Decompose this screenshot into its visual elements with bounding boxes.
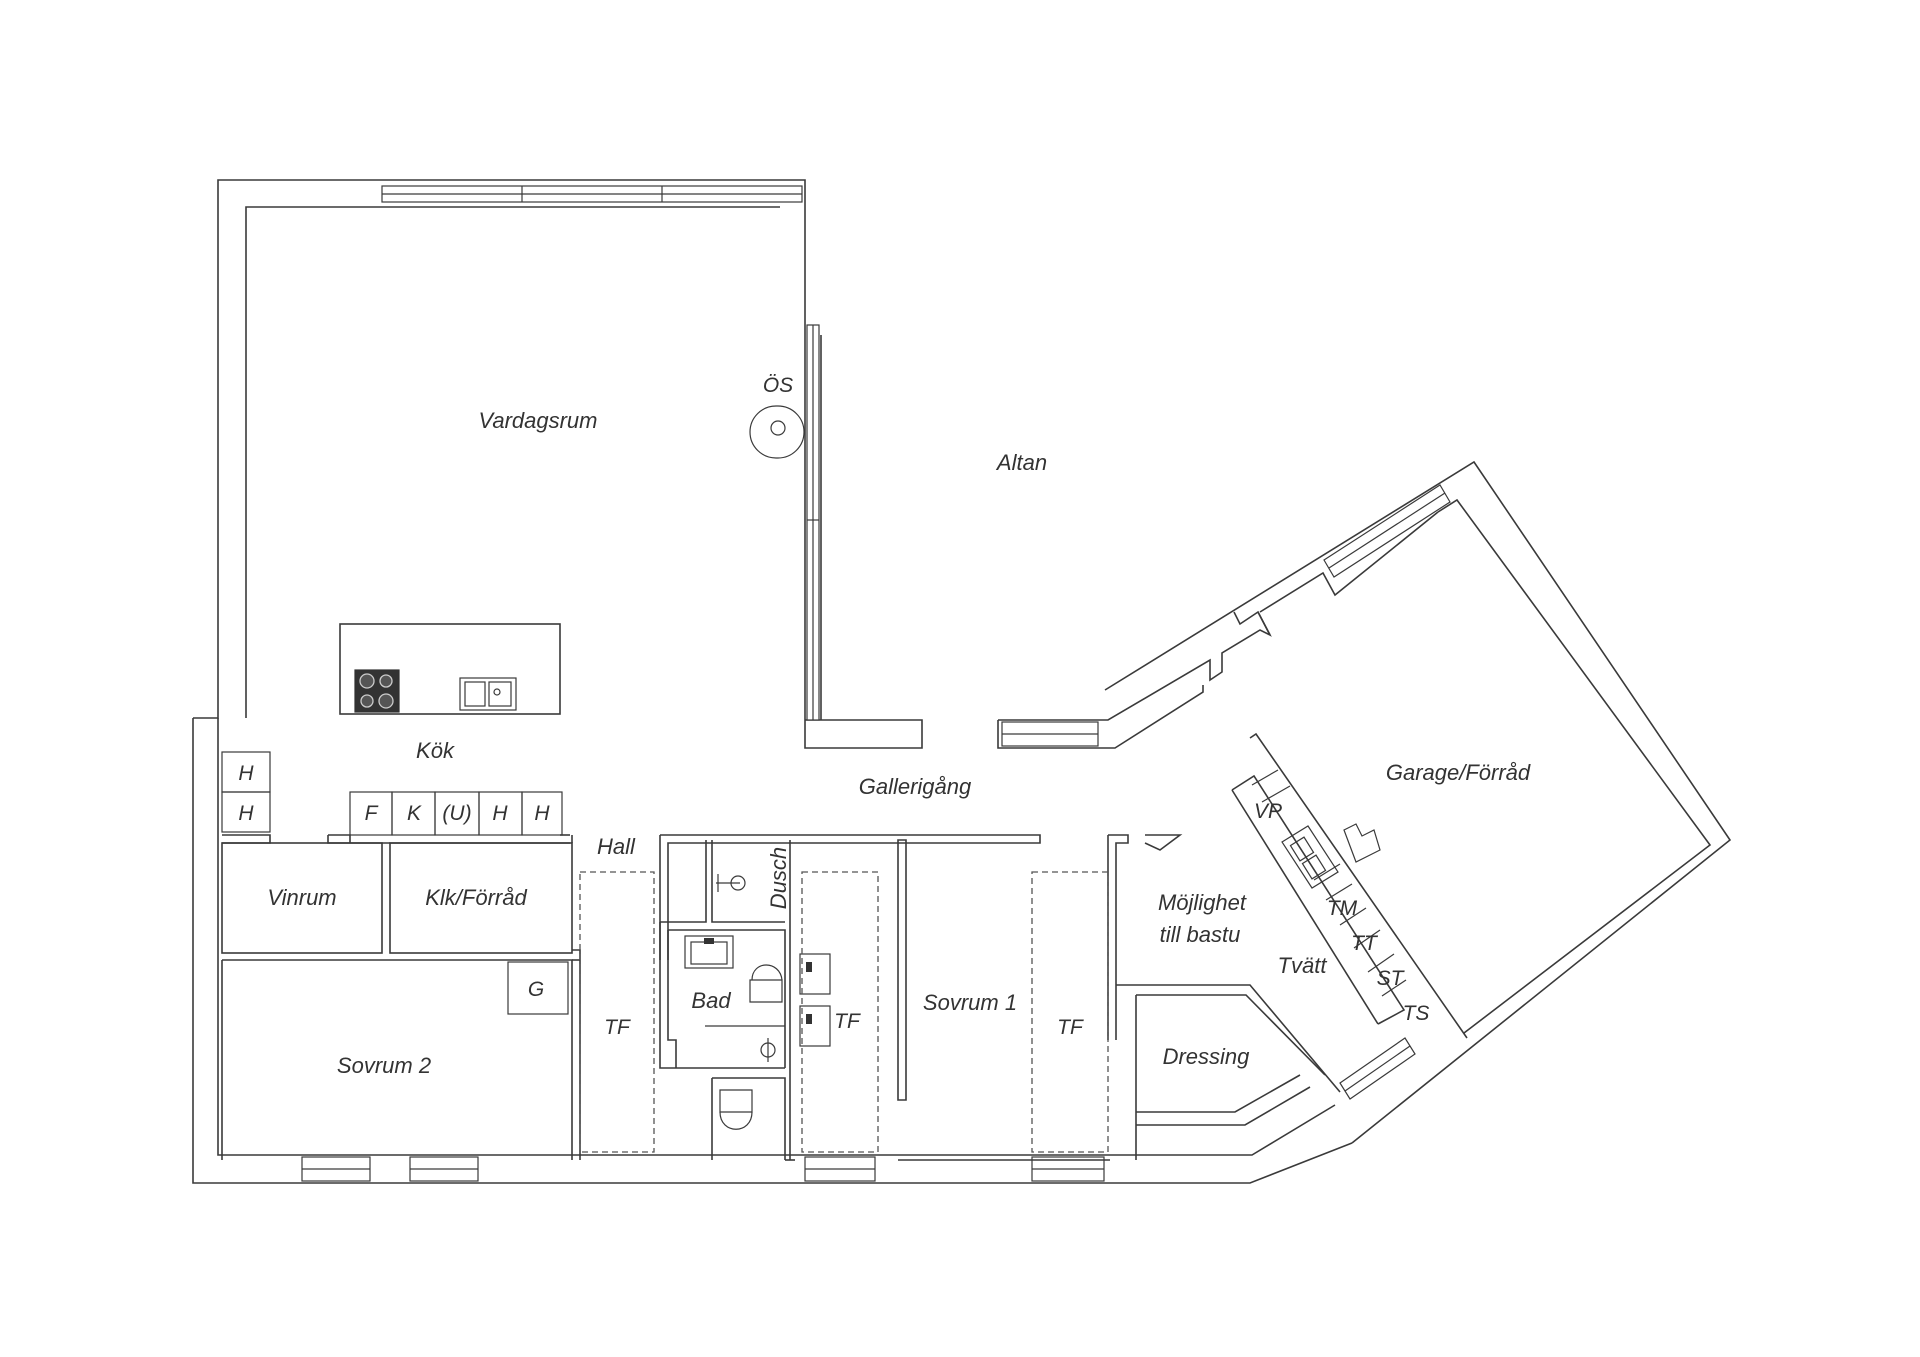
label-h-bottom: H [238,802,254,825]
washbasin-icon [684,935,734,969]
bath-shower-icon [760,1038,776,1062]
kitchen-island [339,623,561,715]
label-tf-sovrum1: TF [1057,1016,1084,1039]
kitchen-cabinets [221,751,563,836]
fireplace-icon [749,405,805,459]
room-labels: Vardagsrum Altan Kök Gallerigång Garage/… [267,408,1531,1078]
wardrobes [579,871,1109,1153]
interior-walls [221,732,1468,1161]
label-sovrum1: Sovrum 1 [923,990,1017,1015]
label-tm: TM [1327,897,1358,920]
label-ts: TS [1403,1002,1430,1025]
bathroom-fixtures [684,874,831,1130]
double-washbasin-icon [799,953,831,1047]
shower-icon [716,874,746,892]
label-st: ST [1377,967,1406,990]
sink-icon [459,677,517,711]
label-h-top: H [238,762,254,785]
label-tf-bad: TF [834,1010,861,1033]
label-bad: Bad [691,988,731,1013]
label-gallerigang: Gallerigång [859,774,972,799]
label-tt: TT [1351,932,1379,955]
label-klk: Klk/Förråd [425,885,527,910]
label-tf-hall: TF [604,1016,631,1039]
label-dressing: Dressing [1163,1044,1251,1069]
label-tvatt: Tvätt [1278,953,1328,978]
label-k: K [407,802,422,825]
label-f: F [365,802,379,825]
label-g: G [528,978,544,1001]
label-vardagsrum: Vardagsrum [478,408,597,433]
toilet-icon [749,964,783,1003]
label-u: (U) [442,802,471,825]
label-vinrum: Vinrum [267,885,336,910]
label-os: ÖS [763,374,793,397]
label-garage: Garage/Förråd [1386,760,1531,785]
laundry-sink-icon [1281,825,1339,889]
label-kok: Kök [416,738,455,763]
toilet-icon [719,1089,753,1130]
outer-walls [192,179,1732,1184]
label-h1: H [492,802,508,825]
label-mojlighet-1: Möjlighet [1158,890,1247,915]
windows [301,185,1451,1182]
label-vp: VP [1254,800,1282,823]
label-hall: Hall [597,834,636,859]
label-altan: Altan [995,450,1047,475]
label-sovrum2: Sovrum 2 [337,1053,431,1078]
fixture-labels: ÖS H H F K (U) H H G TF TF TF VP TM TT S… [238,374,1429,1039]
label-mojlighet-2: till bastu [1160,922,1241,947]
label-dusch: Dusch [766,847,791,909]
laundry-fixtures [1251,769,1407,997]
label-h2: H [534,802,550,825]
